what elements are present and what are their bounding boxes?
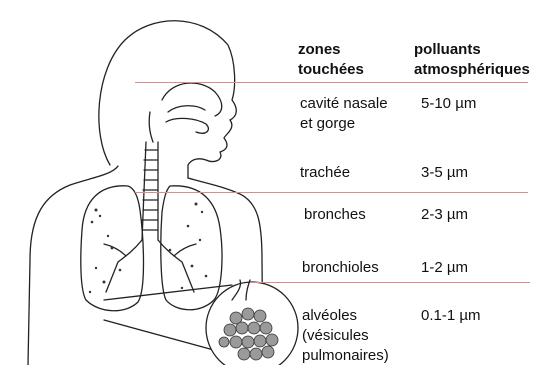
separator-line bbox=[135, 192, 528, 193]
zone-label: cavité nasale et gorge bbox=[300, 94, 388, 134]
separator-line bbox=[250, 282, 530, 283]
header-zones-line2: touchées bbox=[298, 60, 364, 80]
zone-label-line: bronches bbox=[304, 205, 366, 225]
right-lung bbox=[161, 186, 222, 310]
zone-label-line: (vésicules bbox=[302, 326, 389, 346]
particle-size: 1-2 µm bbox=[421, 258, 468, 278]
particle-size: 2-3 µm bbox=[421, 205, 468, 225]
zone-label-line: trachée bbox=[300, 163, 350, 183]
zone-label: bronches bbox=[304, 205, 366, 225]
header-pollutants-line1: polluants bbox=[414, 40, 530, 60]
zone-label-line: pulmonaires) bbox=[302, 346, 389, 366]
header-pollutants-line2: atmosphériques bbox=[414, 60, 530, 80]
zone-label: bronchioles bbox=[302, 258, 379, 278]
head-outline bbox=[99, 21, 236, 178]
zone-label-line: cavité nasale bbox=[300, 94, 388, 114]
separator-line bbox=[135, 82, 528, 83]
zone-label: trachée bbox=[300, 163, 350, 183]
header-zones-line1: zones bbox=[298, 40, 364, 60]
zone-label-line: bronchioles bbox=[302, 258, 379, 278]
header-pollutants: polluants atmosphériques bbox=[414, 40, 530, 80]
trachea bbox=[142, 142, 158, 240]
bronchi bbox=[104, 240, 196, 292]
particle-size: 5-10 µm bbox=[421, 94, 476, 114]
particle-size: 3-5 µm bbox=[421, 163, 468, 183]
zone-label-line: et gorge bbox=[300, 114, 388, 134]
zone-label-line: alvéoles bbox=[302, 306, 389, 326]
torso-outline bbox=[28, 166, 118, 365]
zone-label: alvéoles (vésicules pulmonaires) bbox=[302, 306, 389, 366]
header-zones: zones touchées bbox=[298, 40, 364, 80]
particle-size: 0.1-1 µm bbox=[421, 306, 481, 326]
nasal-cavity bbox=[162, 83, 222, 116]
